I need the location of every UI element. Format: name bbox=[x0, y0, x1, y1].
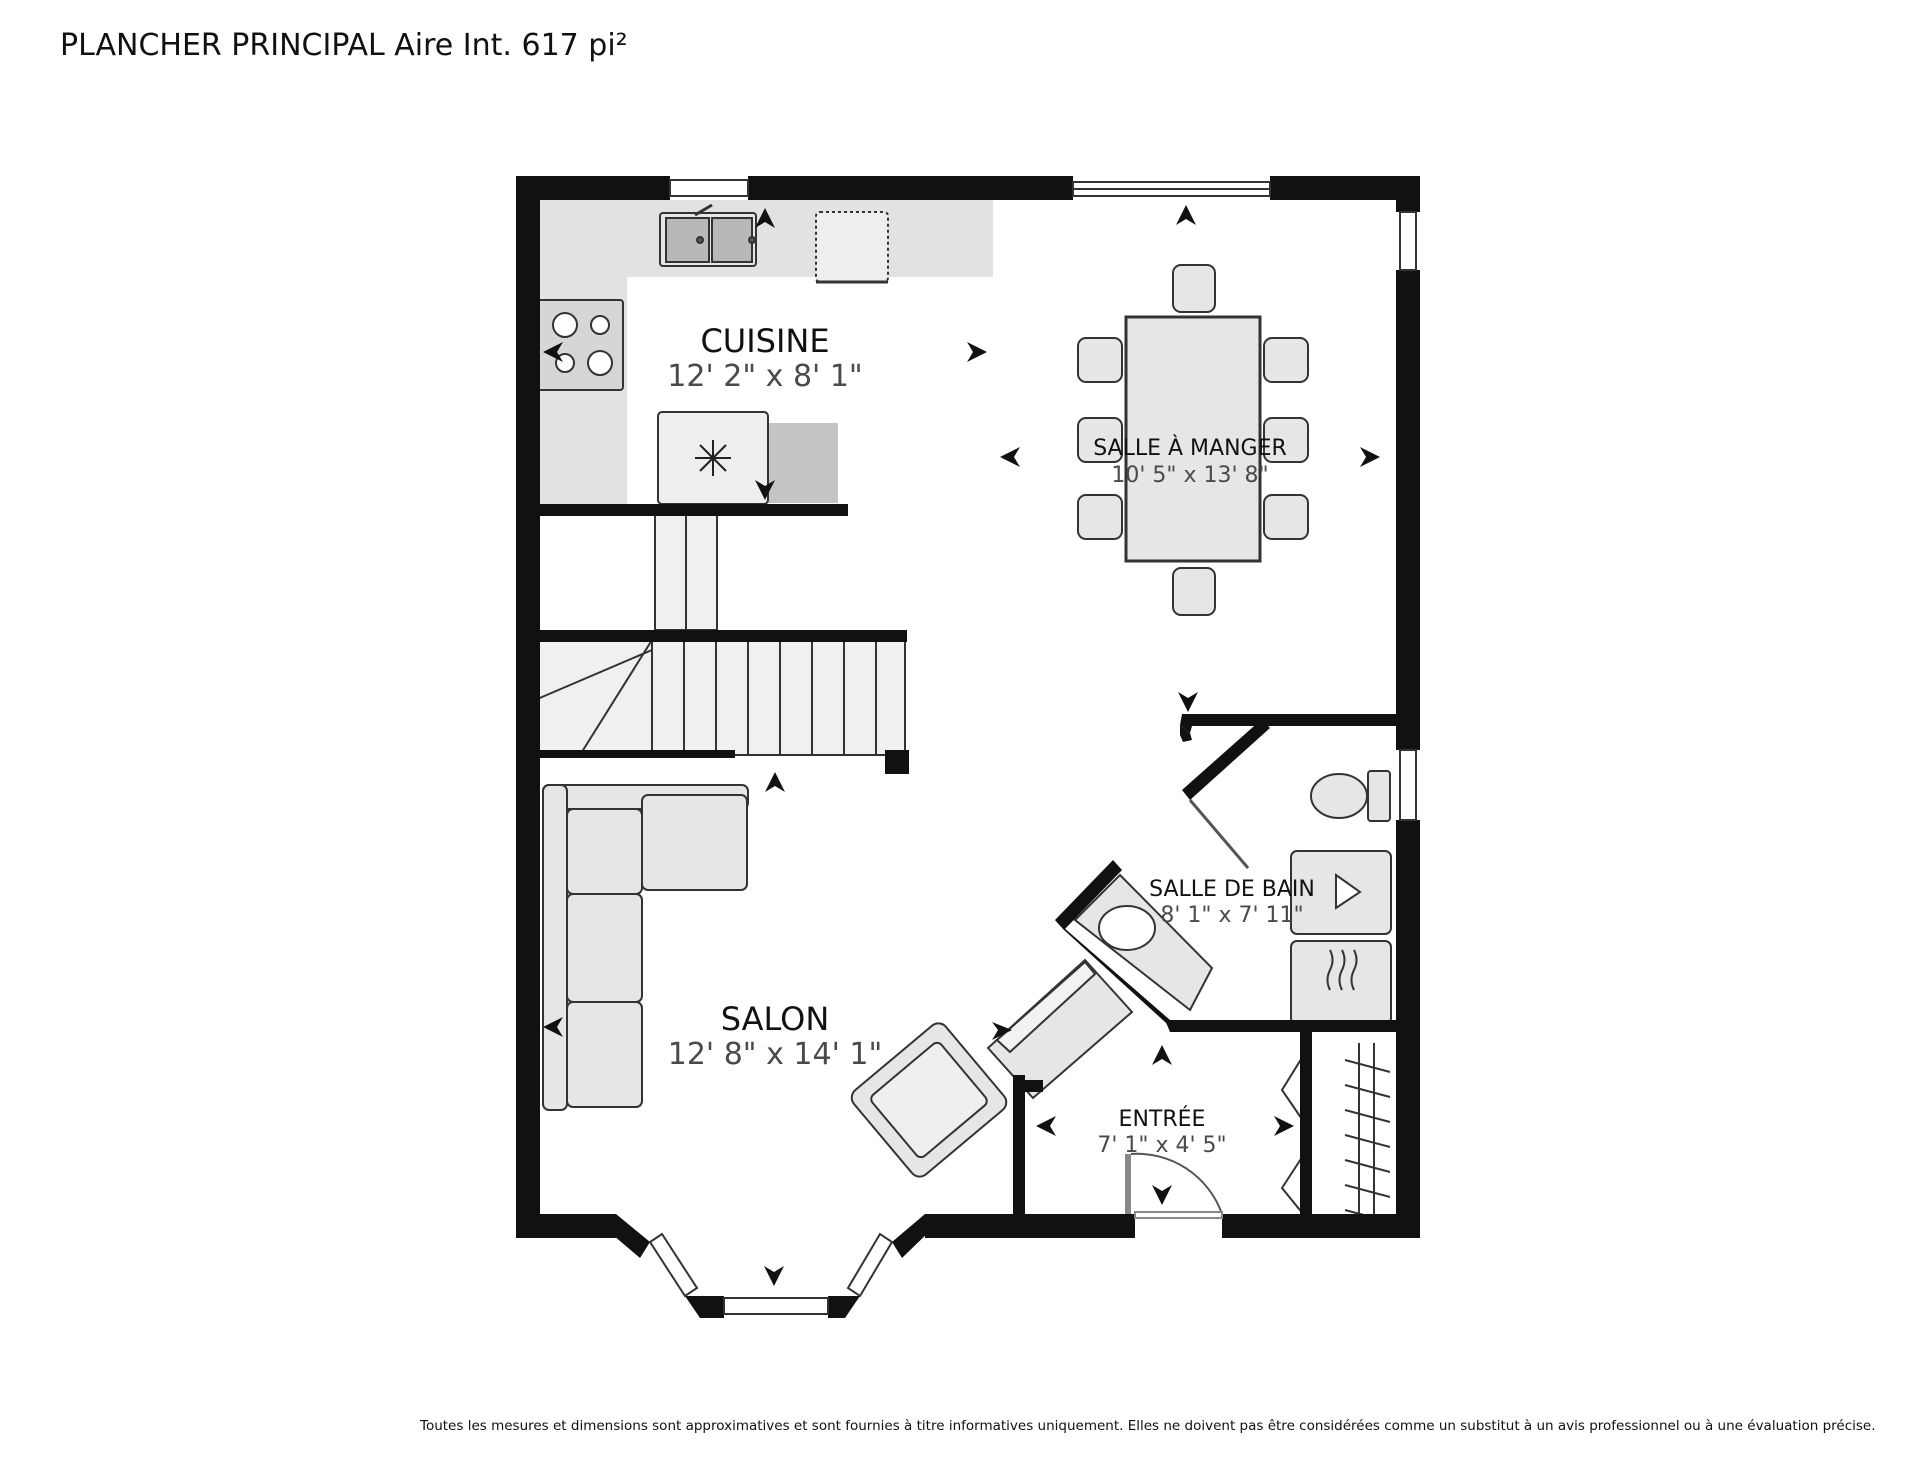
room-name-salon: SALON bbox=[721, 1000, 830, 1038]
stove-icon bbox=[536, 299, 624, 391]
toilet-icon bbox=[1310, 770, 1391, 822]
dining-table bbox=[1124, 315, 1262, 563]
room-name-salle-a-manger: SALLE À MANGER bbox=[1093, 435, 1287, 461]
windows bbox=[648, 179, 1417, 1315]
room-dims-salle-a-manger: 10' 5" x 13' 8" bbox=[1111, 463, 1268, 488]
entry-bench bbox=[986, 958, 1134, 1100]
room-label-entree: ENTRÉE 7' 1" x 4' 5" bbox=[1097, 1106, 1226, 1158]
entry-door bbox=[1125, 1152, 1223, 1219]
exterior-walls bbox=[516, 176, 1420, 1318]
room-dims-entree: 7' 1" x 4' 5" bbox=[1097, 1133, 1226, 1158]
room-label-salle-a-manger: SALLE À MANGER 10' 5" x 13' 8" bbox=[1093, 435, 1287, 488]
staircase bbox=[534, 514, 906, 756]
closet bbox=[1280, 1043, 1391, 1225]
refrigerator-icon bbox=[657, 411, 769, 505]
dining-chairs bbox=[1077, 264, 1309, 616]
room-name-cuisine: CUISINE bbox=[700, 322, 829, 360]
washer-icon bbox=[1290, 850, 1392, 935]
room-dims-salon: 12' 8" x 14' 1" bbox=[668, 1037, 883, 1072]
bathroom-door bbox=[1188, 799, 1250, 869]
room-name-salle-de-bain: SALLE DE BAIN bbox=[1149, 877, 1315, 902]
bathroom-vanity bbox=[1073, 873, 1214, 1012]
interior-walls bbox=[535, 504, 1396, 1217]
room-label-salon: SALON 12' 8" x 14' 1" bbox=[668, 1000, 883, 1072]
room-dims-salle-de-bain: 8' 1" x 7' 11" bbox=[1160, 903, 1303, 928]
room-label-cuisine: CUISINE 12' 2" x 8' 1" bbox=[667, 322, 862, 394]
kitchen-sink-icon bbox=[659, 203, 757, 267]
room-dims-cuisine: 12' 2" x 8' 1" bbox=[667, 359, 862, 394]
armchair bbox=[850, 1022, 1008, 1178]
direction-markers bbox=[543, 205, 1380, 1286]
dryer-icon bbox=[1290, 940, 1392, 1025]
room-name-entree: ENTRÉE bbox=[1119, 1106, 1206, 1132]
room-label-salle-de-bain: SALLE DE BAIN 8' 1" x 7' 11" bbox=[1149, 877, 1315, 928]
dishwasher-icon bbox=[815, 211, 889, 284]
disclaimer: Toutes les mesures et dimensions sont ap… bbox=[420, 1418, 1876, 1434]
page-title: PLANCHER PRINCIPAL Aire Int. 617 pi² bbox=[60, 28, 628, 63]
